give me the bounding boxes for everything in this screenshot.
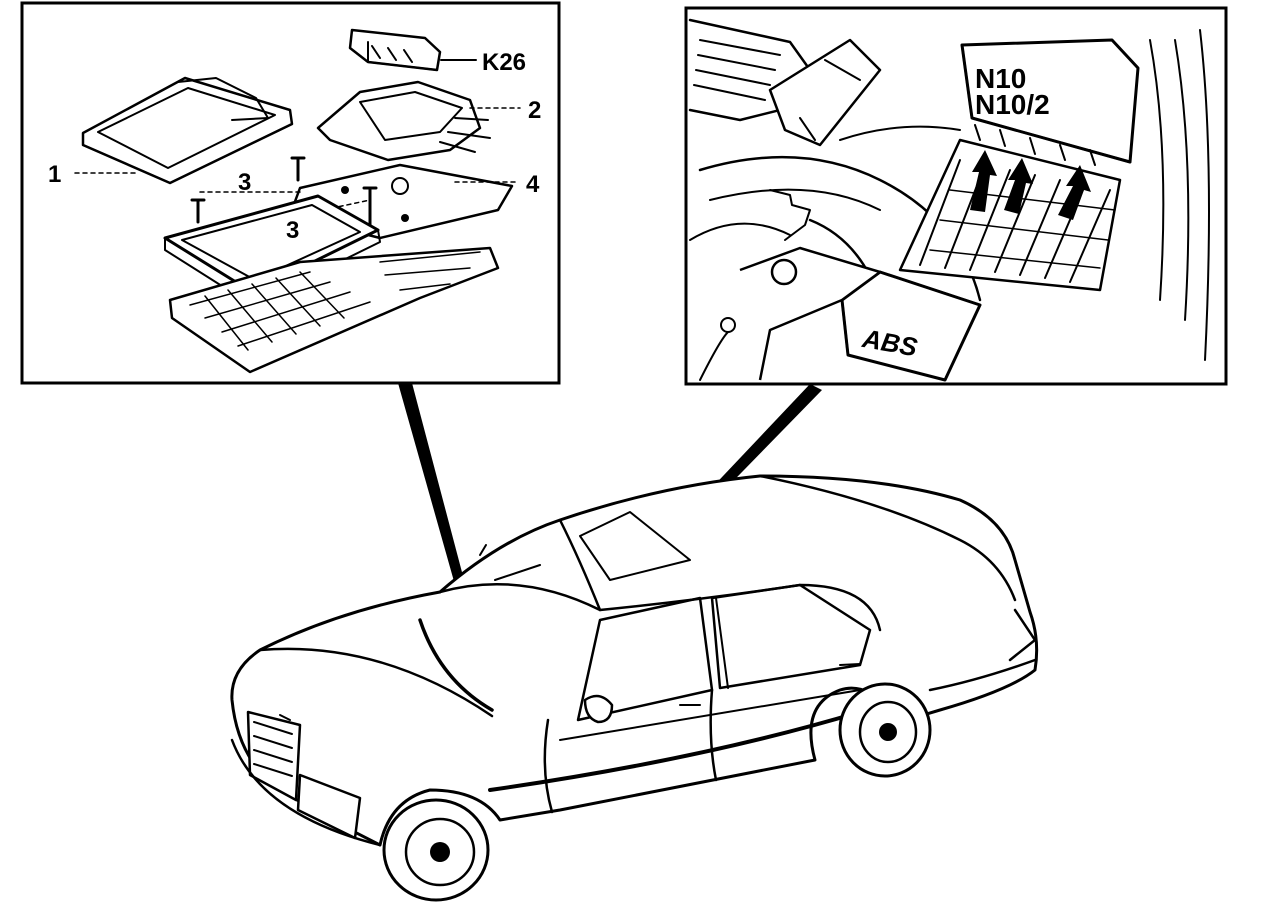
n10-label: N10	[975, 63, 1026, 94]
part-2-label: 2	[528, 97, 541, 124]
k26-relay	[348, 28, 477, 72]
rear-wheel	[838, 682, 932, 778]
right-inset: N10 N10/2 ABS	[684, 6, 1228, 386]
part-2-control-unit	[316, 80, 521, 162]
part-1-cover	[74, 76, 294, 185]
n10-2-label: N10/2	[975, 89, 1050, 120]
wiring-harness	[898, 29, 1210, 361]
n10-module	[960, 38, 1140, 166]
part-1-label: 1	[48, 161, 61, 188]
car-illustration	[230, 474, 1039, 902]
front-wheel	[382, 798, 490, 902]
arrow-icon	[970, 150, 997, 212]
k26-label: K26	[482, 49, 526, 76]
left-inset: K26 1 2 3 3 4	[20, 1, 561, 385]
arrow-icon	[1058, 165, 1091, 220]
part-3-label-lower: 3	[286, 217, 299, 244]
part-3-label-upper: 3	[238, 169, 251, 196]
engine-bay-grille	[688, 18, 961, 147]
fuse-block-base	[168, 246, 500, 374]
part-4-label: 4	[526, 171, 540, 198]
connector-arrows	[970, 150, 1091, 220]
arrow-icon	[1004, 158, 1033, 214]
abs-module	[699, 189, 982, 382]
